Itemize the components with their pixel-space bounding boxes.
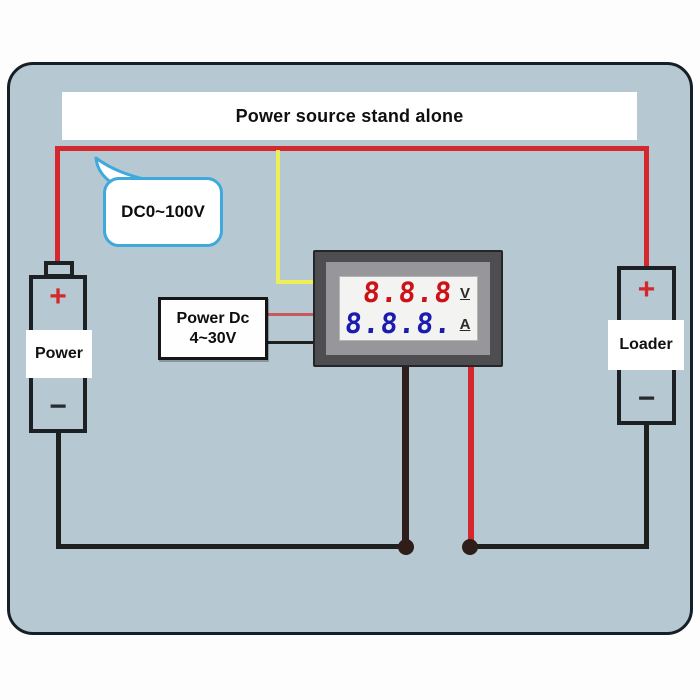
minus-terminal-symbol-left: − xyxy=(49,390,67,423)
battery-right-label-band: Loader xyxy=(608,320,684,370)
wire-yellow-horizontal xyxy=(276,280,318,284)
voltage-range-callout: DC0~100V xyxy=(103,177,223,247)
minus-terminal-symbol-right: − xyxy=(637,382,656,415)
battery-left-label: Power xyxy=(34,345,83,362)
wire-red-right-vertical xyxy=(644,146,649,269)
wire-yellow-vertical xyxy=(276,150,280,284)
amp-reading: 8.8.8. xyxy=(343,307,454,340)
plus-terminal-symbol-right: + xyxy=(637,273,656,306)
meter-lead-black xyxy=(402,364,409,549)
battery-left-label-band: Power xyxy=(26,330,92,378)
volt-unit: V xyxy=(459,284,470,302)
page-title: Power source stand alone xyxy=(235,105,464,126)
volt-row: 8.8.8 V xyxy=(340,276,471,309)
wire-battery-left-down xyxy=(56,431,61,548)
meter-lead-red xyxy=(468,364,474,549)
volt-reading: 8.8.8 xyxy=(361,276,454,309)
junction-dot-left xyxy=(398,539,414,555)
junction-dot-right xyxy=(462,539,478,555)
panel-meter-display: 8.8.8 V 8.8.8. A xyxy=(339,276,478,341)
power-supply-line1: Power Dc xyxy=(176,309,250,327)
power-supply-line2: 4~30V xyxy=(189,329,237,347)
wire-stub-red xyxy=(266,313,316,316)
wire-red-top xyxy=(55,146,649,151)
wire-stub-black xyxy=(266,341,316,344)
panel-meter-bezel: 8.8.8 V 8.8.8. A xyxy=(326,262,490,355)
plus-terminal-symbol-left: + xyxy=(49,280,67,313)
panel-meter: 8.8.8 V 8.8.8. A xyxy=(313,250,503,367)
wire-battery-right-down xyxy=(644,423,649,549)
battery-right-label: Loader xyxy=(619,336,673,353)
amp-row: 8.8.8. A xyxy=(340,307,471,340)
wire-bottom-left xyxy=(56,544,410,549)
wire-red-left-vertical xyxy=(55,146,60,263)
title-bar: Power source stand alone xyxy=(62,92,637,140)
amp-unit: A xyxy=(459,315,471,333)
wire-bottom-right xyxy=(468,544,649,549)
voltage-range-label: DC0~100V xyxy=(121,202,205,221)
power-supply-box: Power Dc 4~30V xyxy=(158,297,268,360)
